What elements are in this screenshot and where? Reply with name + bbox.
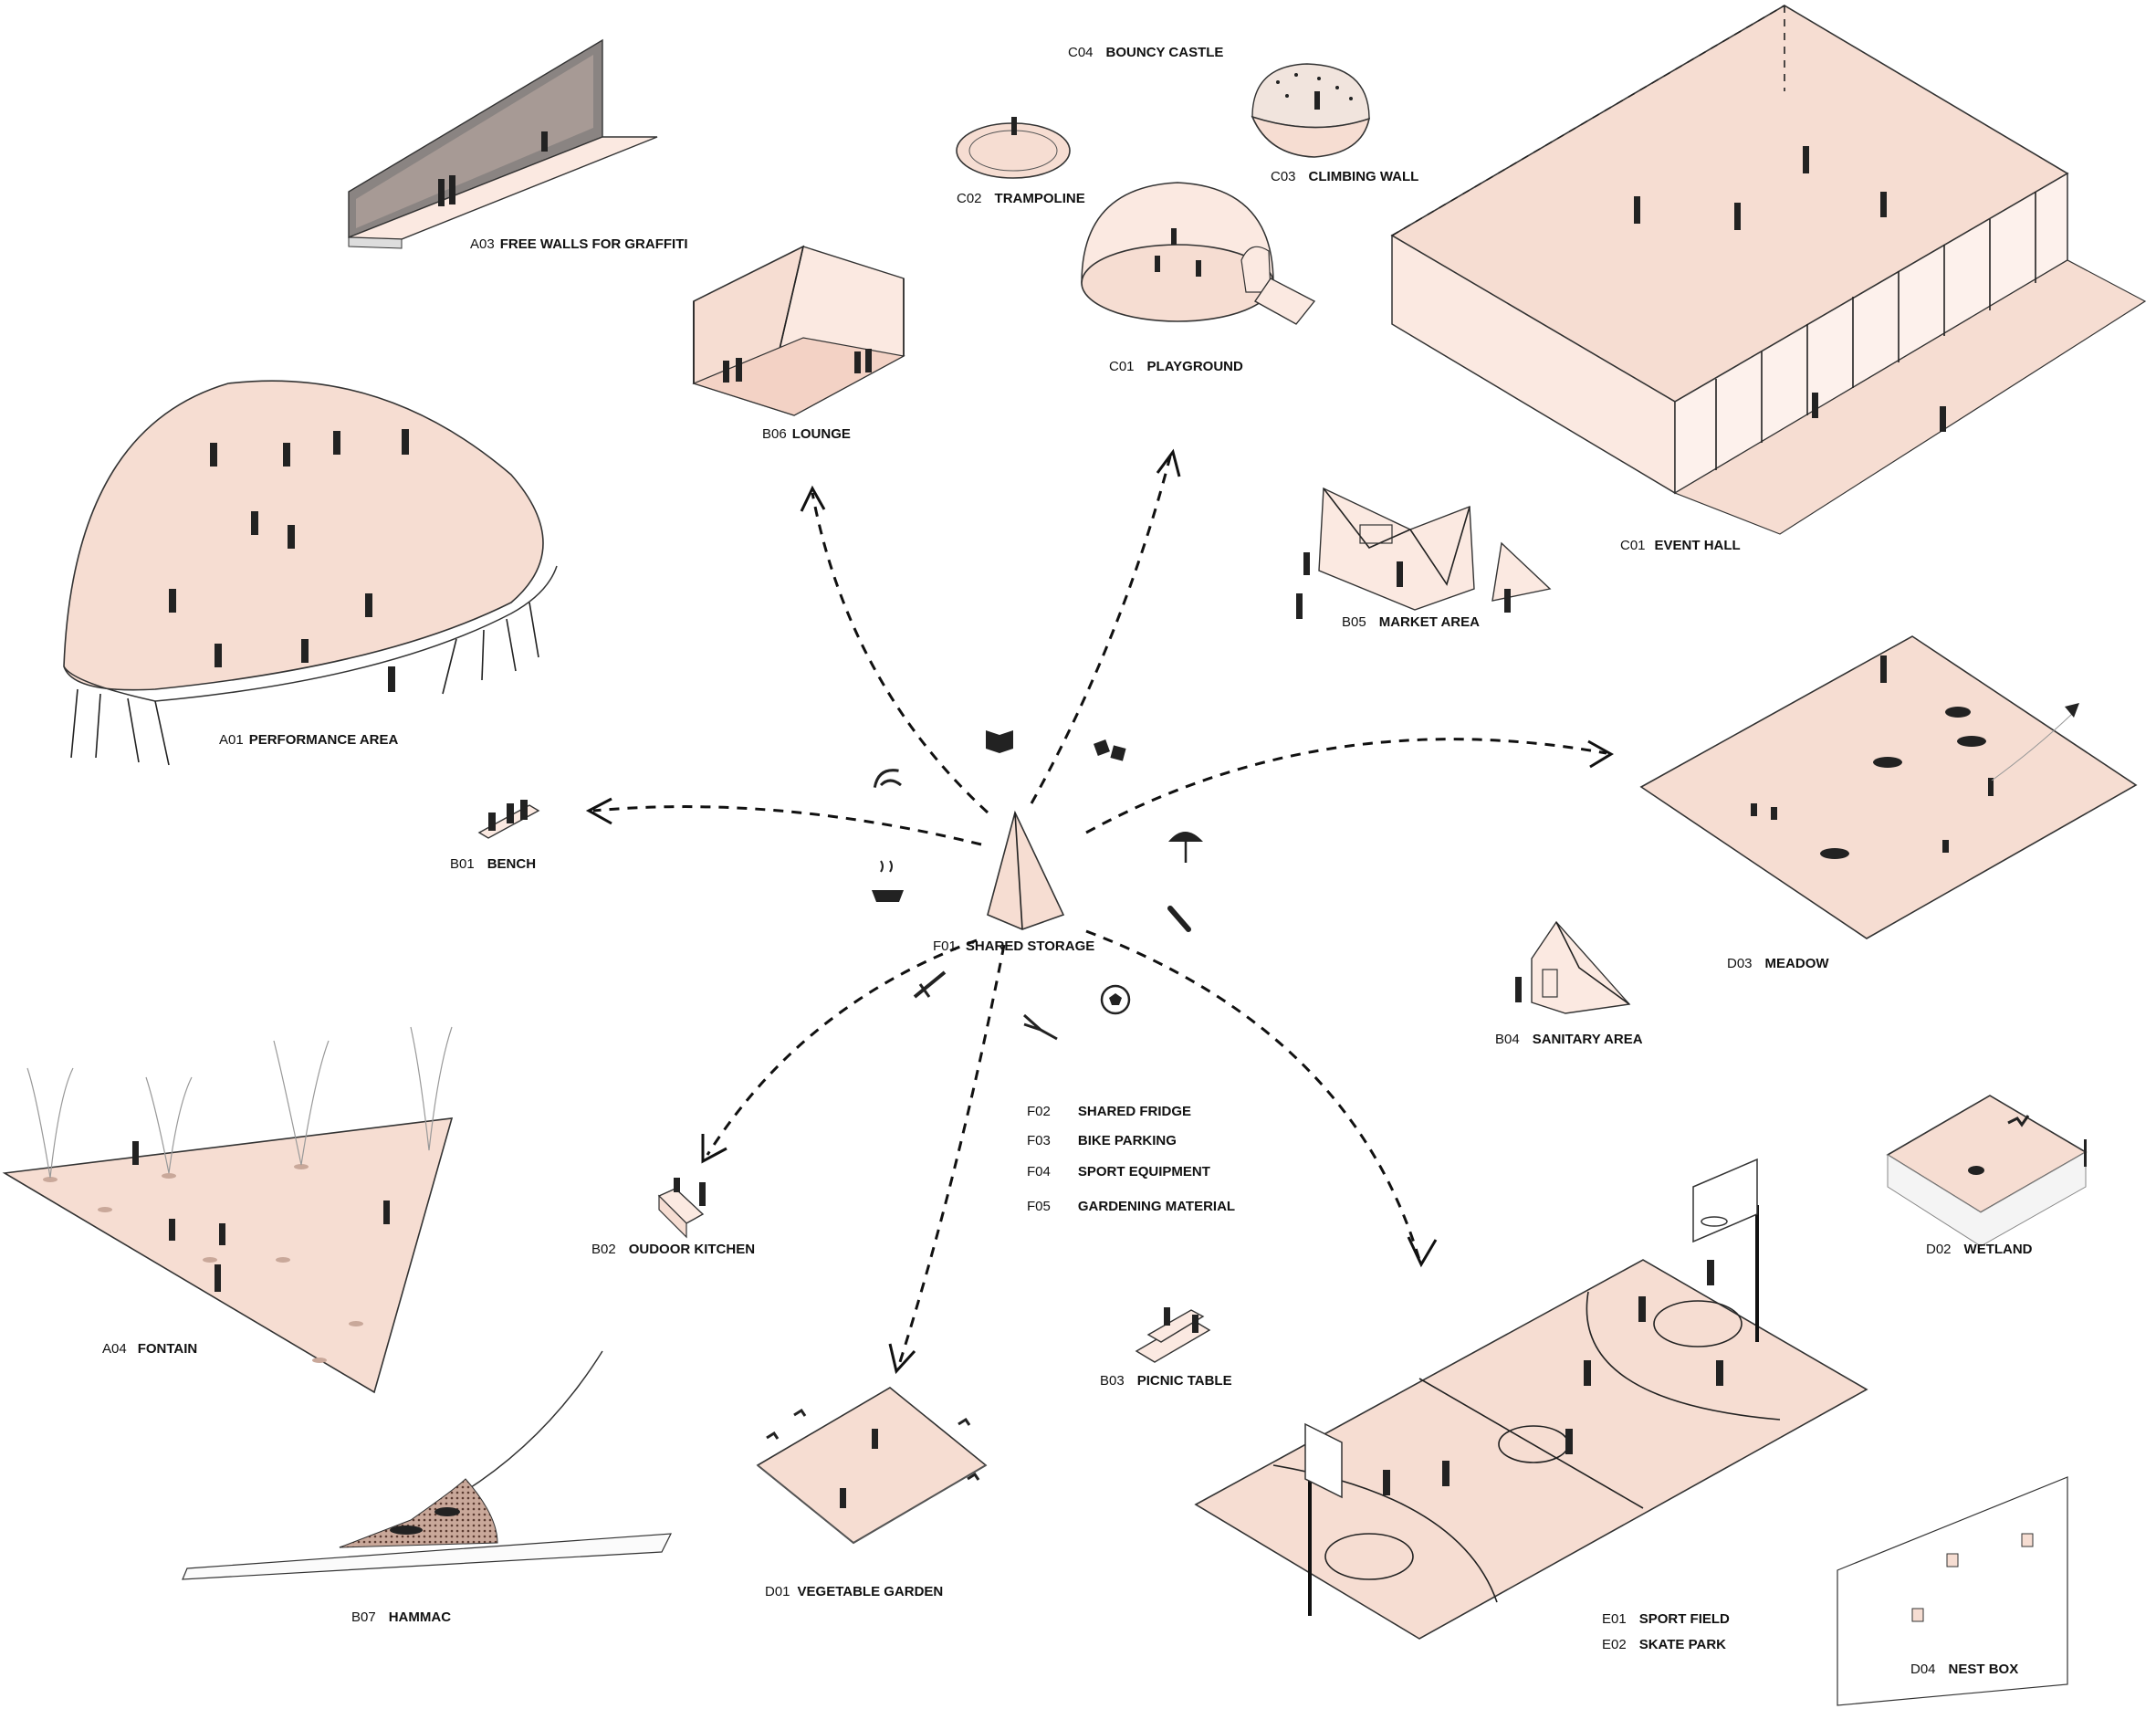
- grill-icon: [872, 860, 904, 902]
- arrowhead-kitchen: [701, 1134, 727, 1164]
- wifi-icon: [873, 769, 902, 788]
- shared-storage-illustration: [987, 810, 1065, 930]
- arrow-to-meadow: [1085, 738, 1607, 834]
- performance-area-illustration: [63, 380, 558, 766]
- trowel-icon: [913, 970, 947, 999]
- arrow-to-kitchen: [706, 938, 978, 1156]
- event-hall-illustration: [1390, 5, 2147, 535]
- pliers-icon: [1023, 1013, 1058, 1041]
- outdoor-kitchen-illustration: [657, 1178, 706, 1239]
- arrowhead-meadow: [1587, 739, 1614, 769]
- vegetable-garden-illustration: [756, 1387, 988, 1545]
- soccer-ball-icon: [1100, 984, 1131, 1015]
- climbing-wall-illustration: [1251, 63, 1371, 158]
- fountain-illustration: [2, 1026, 454, 1394]
- arrowhead-lounge: [800, 485, 826, 512]
- book-icon: [986, 730, 1013, 753]
- arrow-to-playground: [1030, 456, 1172, 804]
- connection-arrows: [585, 448, 1614, 1375]
- trampoline-illustration: [956, 117, 1071, 179]
- picnic-table-illustration: [1135, 1307, 1211, 1363]
- arrow-to-lounge: [811, 492, 989, 814]
- arrowhead-bench: [585, 797, 612, 825]
- wetland-illustration: [1886, 1095, 2088, 1247]
- sport-field-illustration: [1194, 1158, 1868, 1640]
- arrowhead-playground: [1156, 448, 1181, 477]
- market-area-illustration: [1296, 487, 1552, 619]
- hammac-illustration: [182, 1350, 673, 1580]
- umbrella-icon: [1168, 832, 1203, 863]
- arrow-to-garden: [897, 944, 1006, 1366]
- bat-icon: [1167, 906, 1191, 932]
- meadow-illustration: [1639, 635, 2138, 939]
- graffiti-wall-illustration: [348, 38, 658, 249]
- lounge-illustration: [692, 245, 905, 416]
- arrowhead-sport-field: [1407, 1236, 1438, 1268]
- sanitary-area-illustration: [1515, 920, 1631, 1014]
- arrow-to-sport-field: [1085, 929, 1421, 1261]
- bench-illustration: [477, 800, 540, 839]
- nest-box-illustration: [1837, 1476, 2068, 1706]
- arrowhead-garden: [888, 1343, 916, 1375]
- playground-illustration: [1081, 182, 1316, 325]
- dice-icon: [1094, 739, 1126, 761]
- arrow-to-bench: [592, 805, 982, 846]
